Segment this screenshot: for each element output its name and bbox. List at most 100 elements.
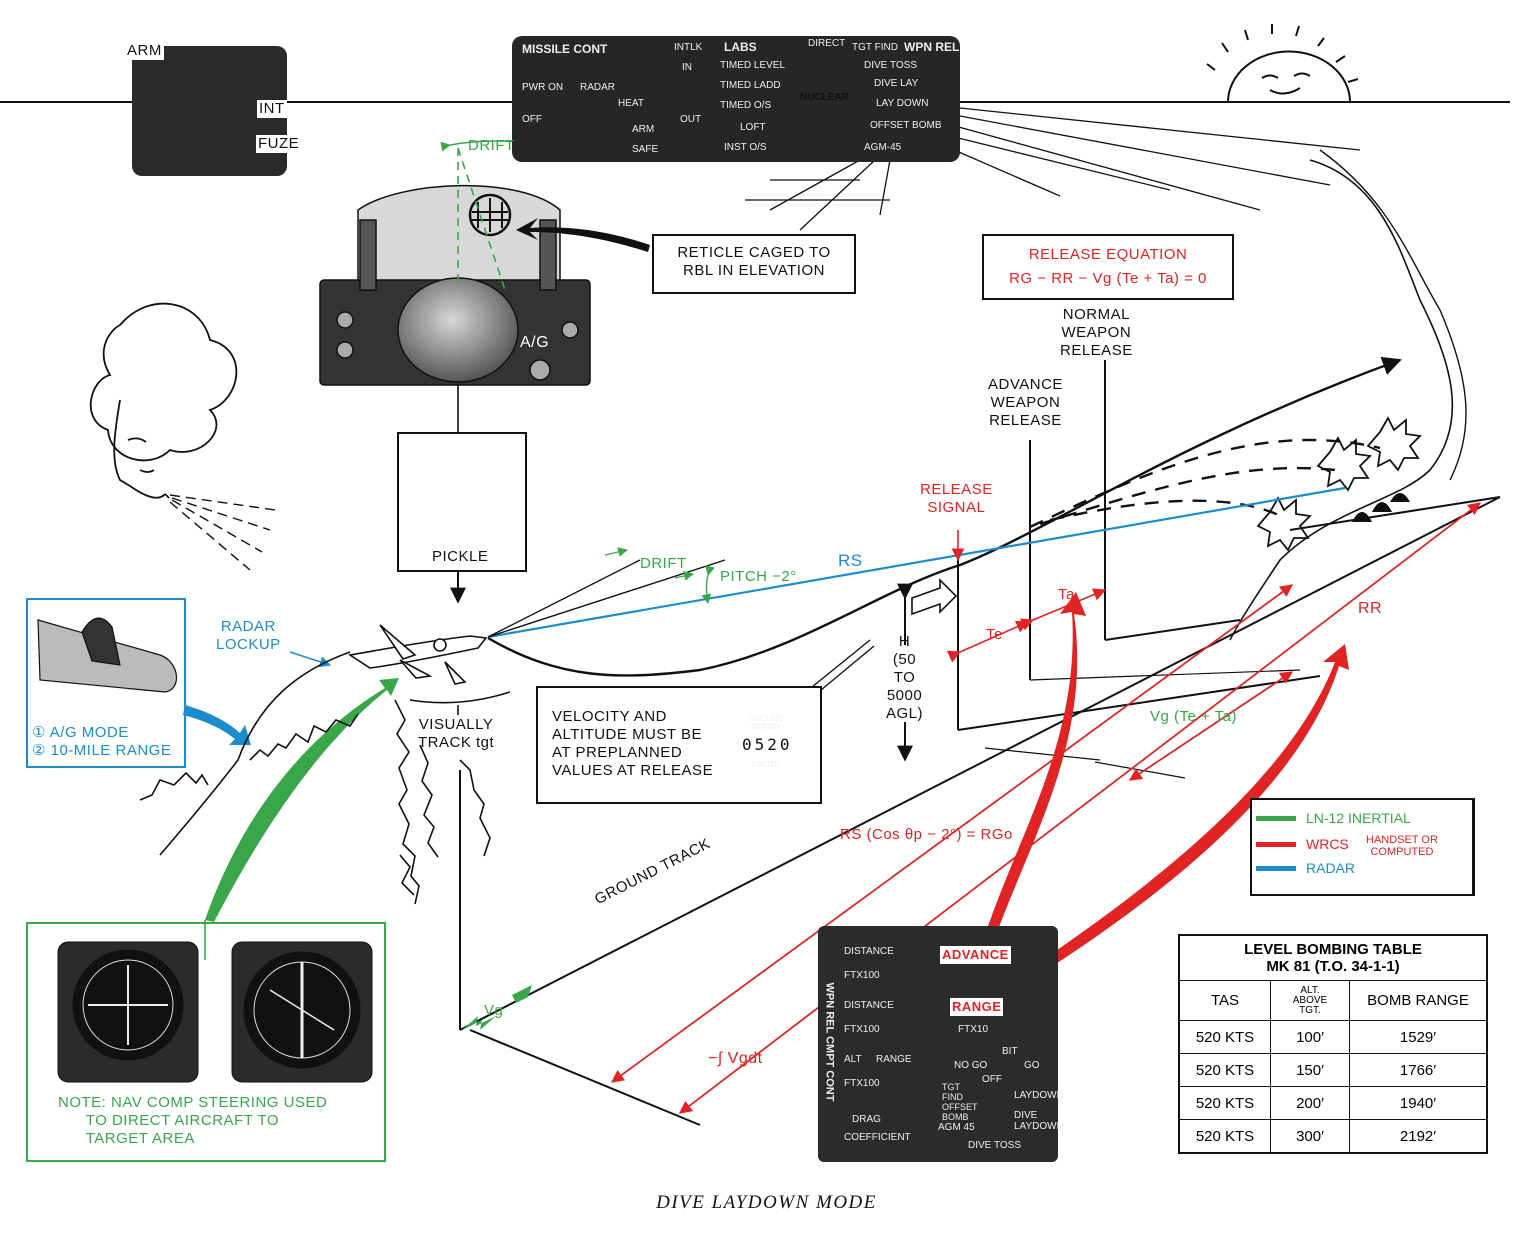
range-small-label: RANGE — [876, 1054, 912, 1065]
ag-mode-text: A/G MODE — [49, 724, 129, 741]
pitch-drift-lines — [487, 547, 726, 638]
pickle-label: PICKLE — [432, 548, 489, 565]
fuze-label: FUZE — [256, 135, 302, 153]
ten-mile-text: 10-MILE RANGE — [50, 742, 172, 759]
radar-handset-box: ① A/G MODE ② 10-MILE RANGE — [26, 598, 186, 768]
cell-tas: 520 KTS — [1178, 1020, 1271, 1054]
cell-range: 1940′ — [1349, 1086, 1488, 1120]
arm-label: ARM — [125, 42, 164, 60]
inertial-arrow — [205, 678, 399, 922]
ftx100-label-3: FTX100 — [844, 1078, 880, 1089]
vg-te-ta-label: Vg (Te + Ta) — [1150, 708, 1238, 725]
advance-knob-label: ADVANCE — [940, 946, 1011, 964]
drift-top-label: DRIFT — [468, 137, 515, 154]
step-1-icon: ① — [32, 724, 46, 741]
missile-cont-label: MISSILE CONT — [522, 42, 608, 56]
radar-label: RADAR — [580, 82, 616, 93]
ftx100-label-2: FTX100 — [844, 1024, 880, 1035]
rs-label: RS — [838, 551, 863, 570]
heat-label: HEAT — [618, 98, 644, 109]
safe-label: SAFE — [632, 144, 659, 155]
legend-inertial-label: LN-12 INERTIAL — [1306, 810, 1411, 826]
visually-track-label: VISUALLY TRACK tgt — [418, 716, 495, 751]
outline-arrow-icon — [911, 578, 958, 616]
int-label: INT — [257, 100, 287, 118]
nav-instrument-left — [57, 941, 199, 1083]
h-altitude-label: H (50 TO 5000 AGL) — [886, 633, 924, 722]
ten-mile-label: ② 10-MILE RANGE — [32, 742, 171, 760]
agm-label: AGM-45 — [864, 142, 902, 153]
inertial-vg-arrows — [462, 985, 532, 1030]
table-row: 520 KTS 200′ 1940′ — [1178, 1086, 1488, 1120]
flight-path — [487, 356, 1402, 677]
reticle-pointer-arrow — [516, 218, 650, 252]
table-row: 520 KTS 300′ 2192′ — [1178, 1119, 1488, 1154]
bomb-trajectories — [1029, 438, 1381, 529]
dive-lay-label: DIVE LAY — [874, 78, 919, 89]
step-2-icon: ② — [32, 742, 46, 759]
cell-alt: 200′ — [1270, 1086, 1350, 1120]
release-equation-box: RELEASE EQUATION RG − RR − Vg (Te + Ta) … — [982, 234, 1234, 300]
normal-release-label: NORMAL WEAPON RELEASE — [1060, 306, 1133, 359]
reticle-caged-box: RETICLE CAGED TO RBL IN ELEVATION — [652, 234, 856, 294]
rs-cos-label: RS (Cos θp − 2°) = RGo — [840, 826, 1013, 843]
legend-radar-swatch — [1256, 866, 1296, 871]
agm45-label: AGM 45 — [938, 1122, 975, 1133]
laydown-label: LAYDOWN — [1014, 1090, 1064, 1101]
wpn-rel-label: WPN REL — [904, 40, 960, 54]
ta-label: Ta — [1058, 586, 1075, 603]
speed-digits: 0520 — [742, 735, 793, 754]
arm-switch-label: ARM — [632, 124, 655, 135]
ftx10-label: FTX10 — [958, 1024, 989, 1035]
dive-toss-wrcs-label: DIVE TOSS — [968, 1140, 1021, 1151]
legend-radar-label: RADAR — [1306, 860, 1356, 876]
wind-gust-lines — [169, 494, 276, 571]
inst-os-label: INST O/S — [724, 142, 767, 153]
table-header-row: TAS ALT. ABOVE TGT. BOMB RANGE — [1178, 980, 1488, 1021]
drift-mid-label: DRIFT — [640, 555, 687, 572]
timed-ladd-label: TIMED LADD — [720, 80, 781, 91]
rr-label: RR — [1358, 600, 1383, 617]
knots-label: KNOTS — [752, 760, 780, 769]
off-label: OFF — [522, 114, 542, 125]
legend-inertial-swatch — [1256, 816, 1296, 821]
legend-wrcs-label: WRCS — [1306, 836, 1349, 852]
reticle-line-2: RBL IN ELEVATION — [683, 262, 825, 279]
wrcs-control-panel: WPN REL CMPT CONT DISTANCE FTX100 DISTAN… — [818, 926, 1064, 1162]
radar-arrow — [183, 705, 251, 745]
out-label: OUT — [680, 114, 702, 125]
aircraft-icon — [347, 624, 488, 685]
terrain — [139, 651, 491, 905]
release-signal-label: RELEASE SIGNAL — [920, 481, 993, 516]
dive-toss-label: DIVE TOSS — [864, 60, 917, 71]
alt-label: ALT — [844, 1054, 862, 1065]
radar-handset-icon — [37, 617, 178, 693]
cell-range: 2192′ — [1349, 1119, 1488, 1154]
velocity-note-box: VELOCITY AND ALTITUDE MUST BE AT PREPLAN… — [536, 686, 822, 804]
target-bushes — [1352, 493, 1410, 522]
table-title-line-2: MK 81 (T.O. 34-1-1) — [1266, 958, 1400, 975]
cell-range: 1529′ — [1349, 1020, 1488, 1054]
header-alt: ALT. ABOVE TGT. — [1270, 980, 1350, 1021]
reticle-line-1: RETICLE CAGED TO — [677, 244, 831, 261]
sun-icon — [1206, 24, 1359, 103]
no-go-label: NO GO — [954, 1060, 988, 1071]
legend-box — [1250, 798, 1475, 896]
ftx100-label-1: FTX100 — [844, 970, 880, 981]
loft-label: LOFT — [740, 122, 766, 133]
header-bomb-range: BOMB RANGE — [1349, 980, 1488, 1021]
off-wrcs-label: OFF — [982, 1074, 1002, 1085]
distance-label-2: DISTANCE — [844, 1000, 894, 1011]
nuclear-label: NUCLEAR — [800, 92, 849, 103]
explosion-icon — [1256, 416, 1422, 552]
header-tas: TAS — [1178, 980, 1271, 1021]
labs-label: LABS — [724, 40, 757, 54]
target-ridge — [1229, 159, 1454, 641]
release-equation-title: RELEASE EQUATION — [1028, 246, 1188, 263]
in-label: IN — [682, 62, 692, 73]
lay-down-label: LAY DOWN — [876, 98, 929, 109]
